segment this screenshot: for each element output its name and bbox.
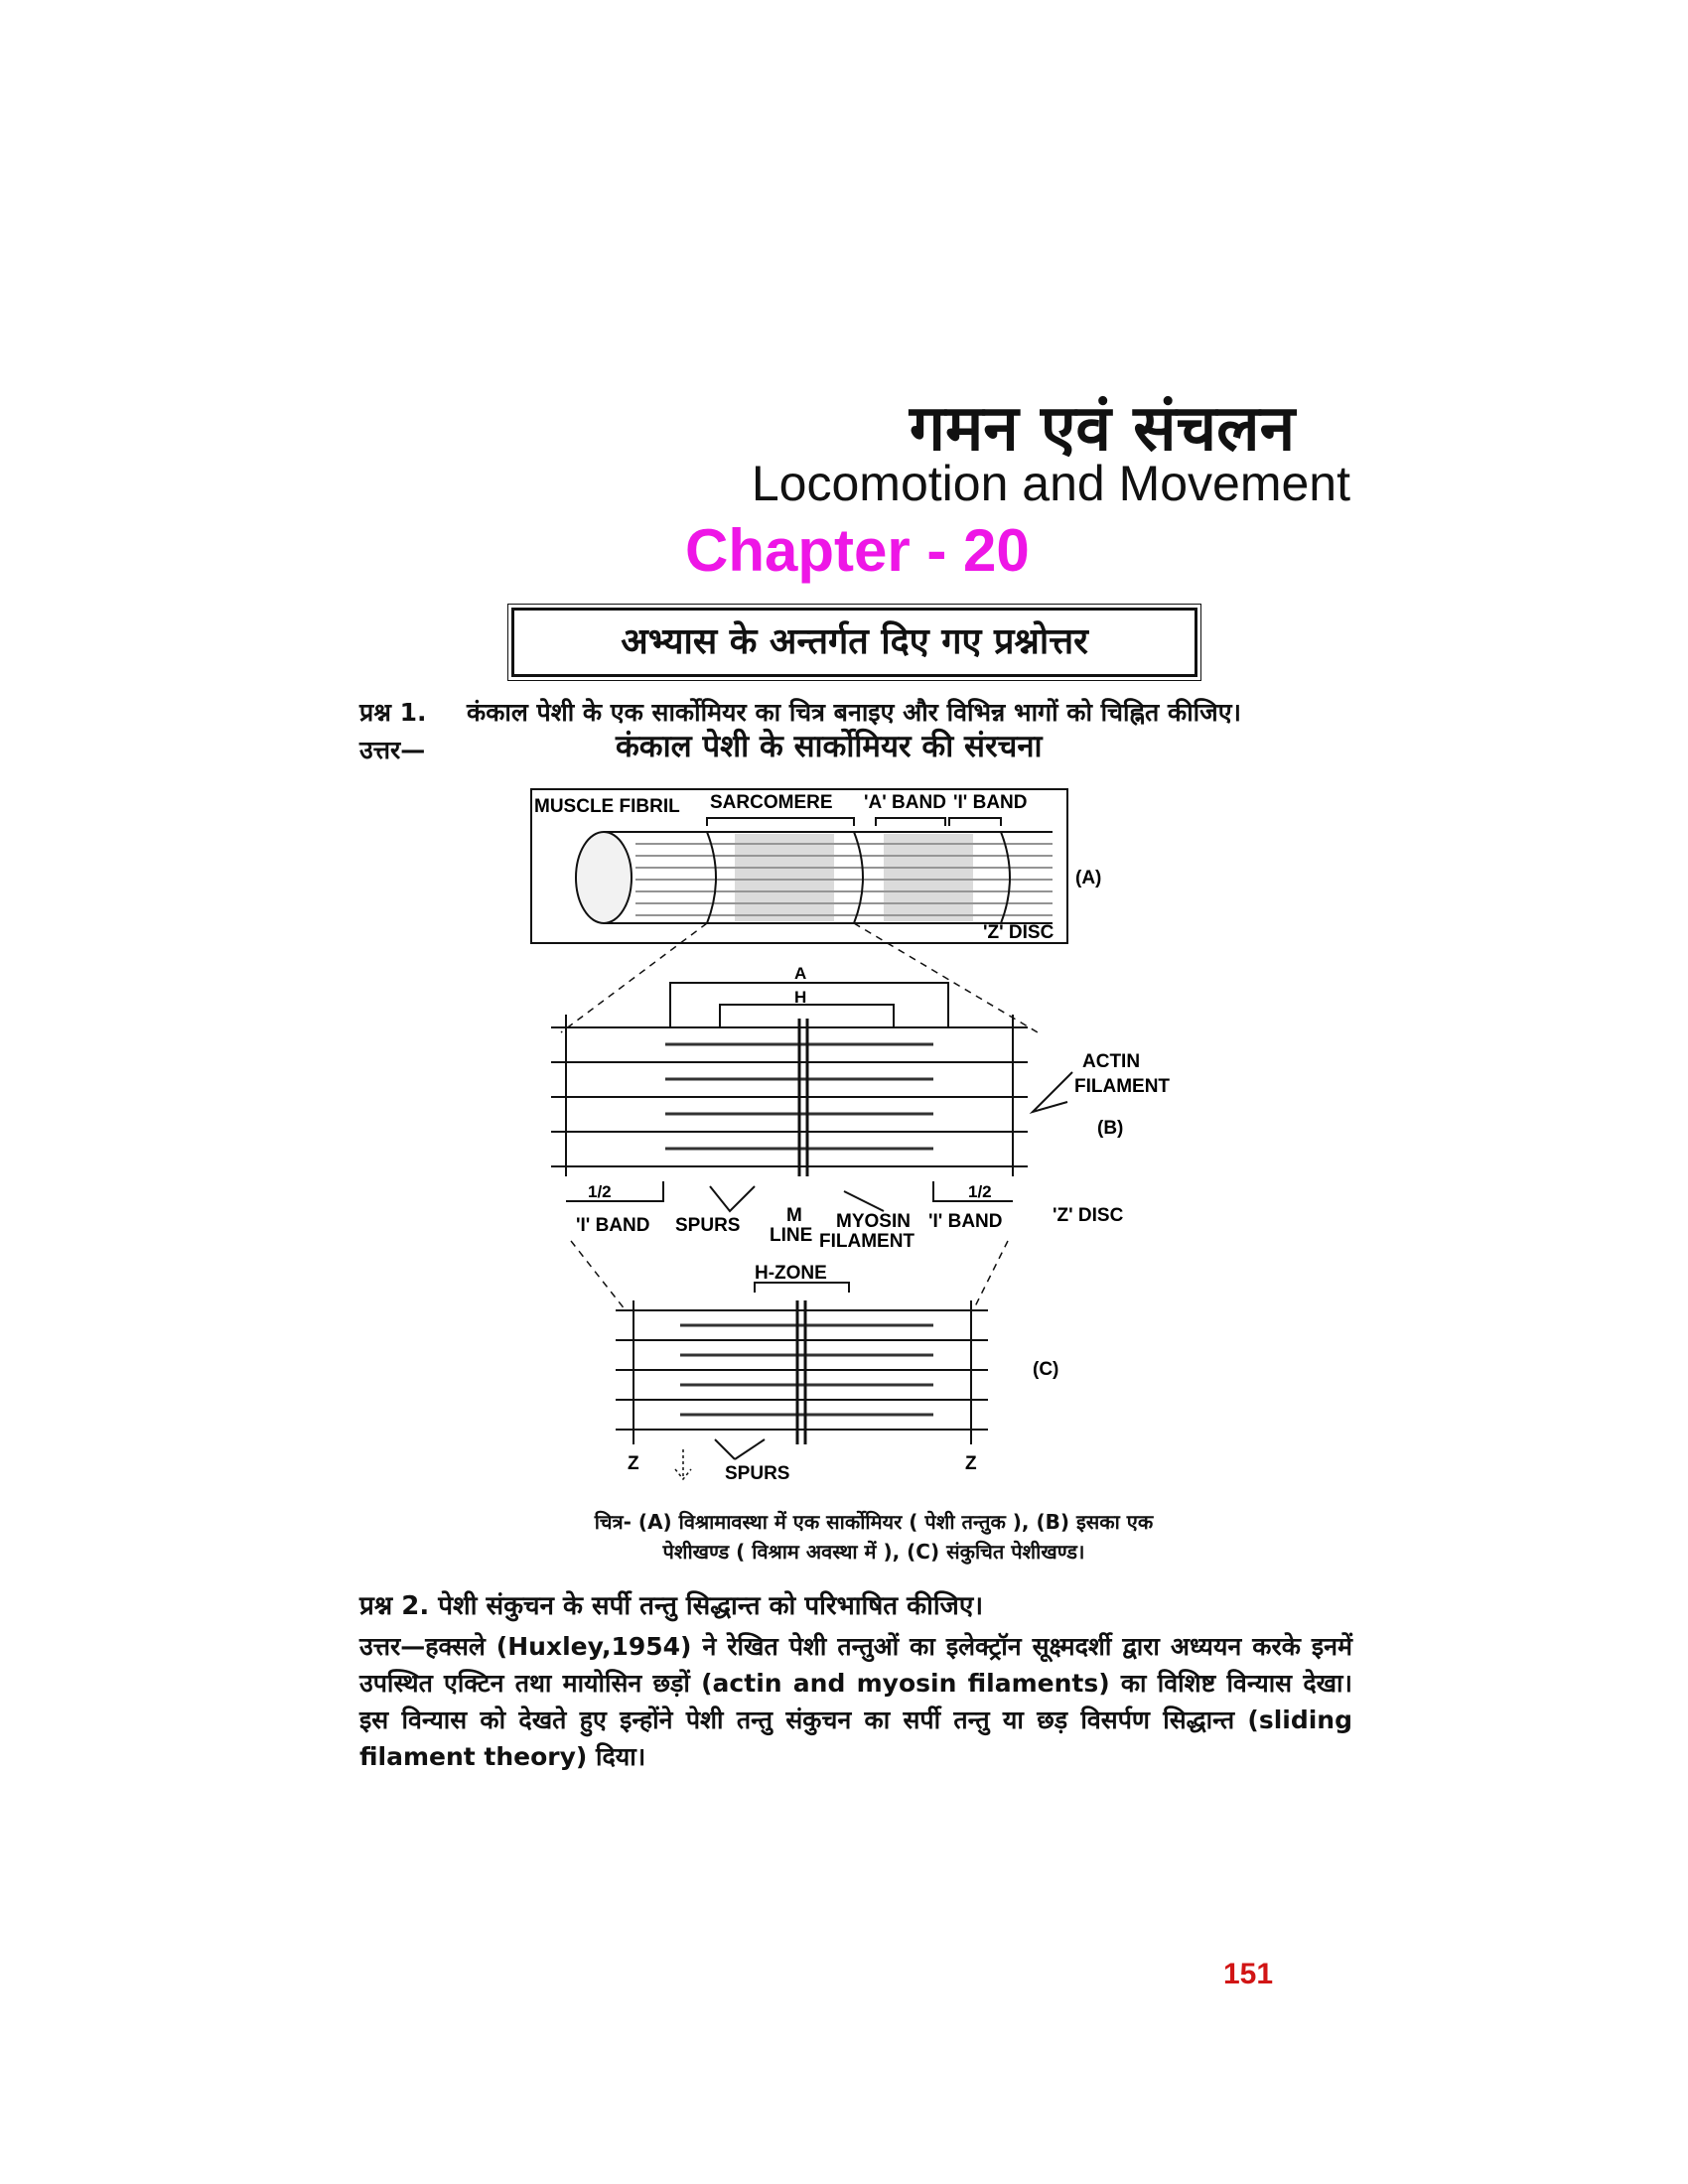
page-number: 151 — [1223, 1958, 1274, 1990]
label-muscle-fibril: MUSCLE FIBRIL — [534, 796, 680, 817]
question-2-text: पेशी संकुचन के सर्पी तन्तु सिद्धान्त को … — [438, 1591, 984, 1621]
label-a: A — [794, 964, 806, 983]
label-z-disc-b: 'Z' DISC — [1053, 1205, 1124, 1226]
question-1-text: कंकाल पेशी के एक सार्कोमियर का चित्र बना… — [467, 698, 1241, 727]
label-h-zone: H-ZONE — [755, 1263, 827, 1284]
label-sarcomere: SARCOMERE — [710, 792, 833, 813]
answer-1-title: कंकाल पेशी के सार्कोमियर की संरचना — [616, 729, 1043, 764]
figure-caption: चित्र- (A) विश्रामावस्था में एक सार्कोमि… — [516, 1507, 1231, 1567]
label-panel-c: (C) — [1033, 1359, 1058, 1380]
chapter-title-english: Locomotion and Movement — [751, 456, 1350, 511]
panel-c-contracted-sarcomere: H-ZONE (C) Z SPURS Z — [616, 1263, 1058, 1484]
label-half-right: 1/2 — [968, 1182, 992, 1201]
label-z-left: Z — [628, 1453, 639, 1474]
panel-b-relaxed-sarcomere: A H ACTIN FILAMENT (B) 1/2 1/2 'I' BAND … — [551, 964, 1170, 1252]
label-myosin: MYOSIN — [836, 1211, 911, 1232]
label-m: M — [786, 1205, 802, 1226]
answer-2-paragraph: उत्तर—हक्सले (Huxley,1954) ने रेखित पेशी… — [359, 1632, 1352, 1771]
sarcomere-diagram: MUSCLE FIBRIL SARCOMERE 'A' BAND 'I' BAN… — [530, 788, 1170, 1484]
label-a-band: 'A' BAND — [864, 792, 946, 813]
label-myosin-filament: FILAMENT — [819, 1231, 914, 1252]
question-2: प्रश्न 2. पेशी संकुचन के सर्पी तन्तु सिद… — [359, 1588, 983, 1624]
chapter-title-hindi: गमन एवं संचलन — [909, 392, 1296, 466]
label-half-left: 1/2 — [588, 1182, 612, 1201]
label-i-band: 'I' BAND — [953, 792, 1027, 813]
label-panel-b: (B) — [1097, 1118, 1123, 1139]
label-i-band-left: 'I' BAND — [576, 1215, 649, 1236]
label-line: LINE — [770, 1225, 812, 1246]
label-h: H — [794, 988, 806, 1007]
label-filament: FILAMENT — [1074, 1076, 1170, 1097]
label-i-band-right: 'I' BAND — [928, 1211, 1002, 1232]
label-z-right: Z — [965, 1453, 977, 1474]
figure-caption-line-2: पेशीखण्ड ( विश्राम अवस्था में ), (C) संक… — [662, 1540, 1085, 1564]
panel-a-muscle-fibril: MUSCLE FIBRIL SARCOMERE 'A' BAND 'I' BAN… — [530, 788, 1101, 944]
question-1-label: प्रश्न 1. — [359, 698, 427, 727]
label-z-disc-a: 'Z' DISC — [983, 922, 1055, 943]
figure-caption-line-1: चित्र- (A) विश्रामावस्था में एक सार्कोमि… — [594, 1510, 1154, 1534]
label-actin: ACTIN — [1082, 1051, 1140, 1072]
chapter-number: Chapter - 20 — [685, 517, 1030, 584]
answer-1-label: उत्तर— — [359, 736, 426, 764]
label-spurs-b: SPURS — [675, 1215, 740, 1236]
section-heading-box: अभ्यास के अन्तर्गत दिए गए प्रश्नोत्तर — [507, 604, 1201, 681]
question-2-label: प्रश्न 2. — [359, 1591, 430, 1621]
label-panel-a: (A) — [1075, 868, 1101, 888]
label-spurs-c: SPURS — [725, 1463, 789, 1484]
